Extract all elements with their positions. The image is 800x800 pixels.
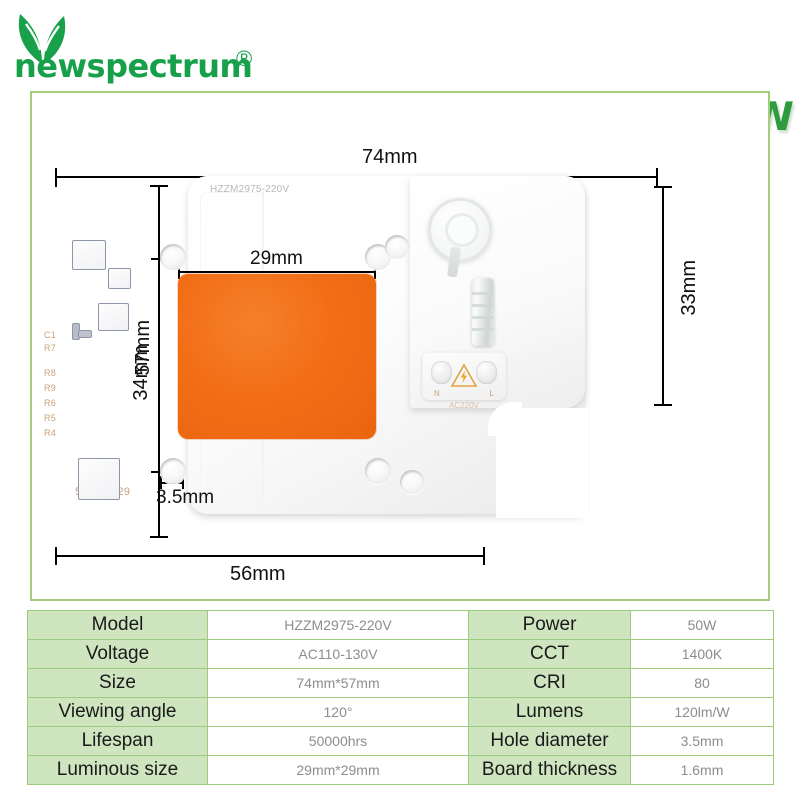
registered-trademark-mark: ®	[236, 46, 253, 71]
dim-line-56mm	[55, 555, 485, 557]
spec-key-board-thickness: Board thickness	[468, 755, 631, 785]
dim-label-33mm: 33mm	[678, 260, 700, 316]
dim-tick-3-5mm-left	[160, 476, 162, 489]
dim-line-29mm	[178, 271, 376, 273]
terminal-label-l: L	[489, 389, 494, 398]
capacitor-band-1	[472, 292, 494, 295]
two-leaves-icon	[18, 14, 66, 64]
spec-value-viewing-angle: 120°	[207, 697, 469, 727]
mounting-hole-corner-inner	[400, 470, 424, 494]
silk-ref-r4: R4	[44, 428, 57, 438]
smd-pad-large-top	[72, 240, 106, 270]
mounting-hole-bottom-right	[365, 458, 391, 484]
terminal-screw-n	[431, 361, 452, 384]
dim-tick-29mm-left	[178, 264, 180, 279]
dim-label-29mm: 29mm	[250, 248, 303, 269]
spec-value-voltage: AC110-130V	[207, 639, 469, 669]
dim-tick-74mm-left	[55, 168, 57, 187]
silk-ref-r5: R5	[44, 413, 57, 423]
spec-value-lifespan: 50000hrs	[207, 726, 469, 756]
silk-ref-r7: R7	[44, 343, 57, 353]
spec-value-size: 74mm*57mm	[207, 668, 469, 698]
table-row: Lifespan 50000hrs Hole diameter 3.5mm	[27, 726, 774, 756]
dim-tick-56mm-left	[55, 547, 57, 565]
spec-key-lumens: Lumens	[468, 697, 631, 727]
spec-key-model: Model	[27, 610, 208, 640]
table-row: Viewing angle 120° Lumens 120lm/W	[27, 697, 774, 727]
brand-name: newspectrum	[14, 47, 253, 85]
specification-table-body: Model HZZM2975-220V Power 50W Voltage AC…	[27, 610, 774, 785]
spec-value-model: HZZM2975-220V	[207, 610, 469, 640]
capacitor-band-3	[472, 316, 494, 319]
dim-line-34mm	[158, 258, 160, 473]
brand-logo: newspectrum ®	[8, 6, 268, 84]
table-row: Size 74mm*57mm CRI 80	[27, 668, 774, 698]
specification-table: Model HZZM2975-220V Power 50W Voltage AC…	[27, 610, 774, 785]
capacitor-band-2	[472, 304, 494, 307]
spec-value-lumens: 120lm/W	[630, 697, 774, 727]
dim-tick-56mm-right	[483, 547, 485, 565]
table-row: Voltage AC110-130V CCT 1400K	[27, 639, 774, 669]
dim-tick-57mm-top	[150, 185, 168, 187]
terminal-label-n: N	[434, 389, 440, 398]
silk-ref-r9: R9	[44, 383, 57, 393]
spec-key-viewing-angle: Viewing angle	[27, 697, 208, 727]
dim-label-34mm: 34mm	[130, 345, 152, 401]
dim-tick-3-5mm-right	[182, 476, 184, 489]
dim-label-3-5mm: 3.5mm	[156, 487, 215, 508]
silk-ghost-text	[338, 184, 341, 194]
high-voltage-warning-icon	[451, 363, 477, 387]
table-row: Luminous size 29mm*29mm Board thickness …	[27, 755, 774, 785]
dim-line-33mm	[662, 186, 664, 406]
silk-ref-r6: R6	[44, 398, 57, 408]
ac-voltage-marking: AC220V	[449, 401, 479, 410]
mounting-hole-bottom-left	[160, 458, 186, 484]
spec-value-board-thickness: 1.6mm	[630, 755, 774, 785]
spec-value-cct: 1400K	[630, 639, 774, 669]
spec-value-cri: 80	[630, 668, 774, 698]
dim-tick-74mm-right	[656, 168, 658, 187]
capacitor-band-4	[472, 328, 494, 331]
capacitor-component	[472, 278, 494, 346]
table-row: Model HZZM2975-220V Power 50W	[27, 610, 774, 640]
silk-ref-r8: R8	[44, 368, 57, 378]
dim-label-56mm: 56mm	[230, 563, 286, 585]
dim-label-74mm: 74mm	[362, 146, 418, 168]
product-photo: 74mm 57mm HZZM2975-220V 5774-2929 C1 R7 …	[30, 140, 770, 590]
smd-pad-mid	[98, 303, 129, 331]
silk-model-text: HZZM2975-220V	[210, 184, 290, 195]
mounting-hole-top-left	[160, 244, 186, 270]
spec-key-lifespan: Lifespan	[27, 726, 208, 756]
spec-value-luminous-size: 29mm*29mm	[207, 755, 469, 785]
spec-key-size: Size	[27, 668, 208, 698]
inductor-inner-ring	[445, 213, 479, 247]
dim-tick-29mm-right	[374, 264, 376, 279]
spec-value-hole-diameter: 3.5mm	[630, 726, 774, 756]
inductor-coil-component	[428, 198, 492, 278]
dim-tick-33mm-bottom	[654, 404, 672, 406]
spec-value-power: 50W	[630, 610, 774, 640]
smd-pad-small	[108, 268, 131, 289]
spec-key-hole-diameter: Hole diameter	[468, 726, 631, 756]
dim-tick-34mm-bottom	[151, 471, 167, 473]
smd-chip-c1	[78, 330, 92, 338]
ac-terminal-block: N L	[422, 352, 506, 400]
dim-tick-57mm-bottom	[150, 536, 168, 538]
spec-key-voltage: Voltage	[27, 639, 208, 669]
spec-key-power: Power	[468, 610, 631, 640]
dim-tick-34mm-top	[151, 258, 167, 260]
terminal-screw-l	[476, 361, 497, 384]
dim-tick-33mm-top	[654, 186, 672, 188]
spec-key-cri: CRI	[468, 668, 631, 698]
mounting-hole-tab	[385, 235, 409, 259]
silk-ref-c1: C1	[44, 330, 57, 340]
cob-led-emitter	[178, 274, 376, 439]
smd-pad-bottom	[78, 458, 120, 500]
spec-key-cct: CCT	[468, 639, 631, 669]
spec-key-luminous-size: Luminous size	[27, 755, 208, 785]
